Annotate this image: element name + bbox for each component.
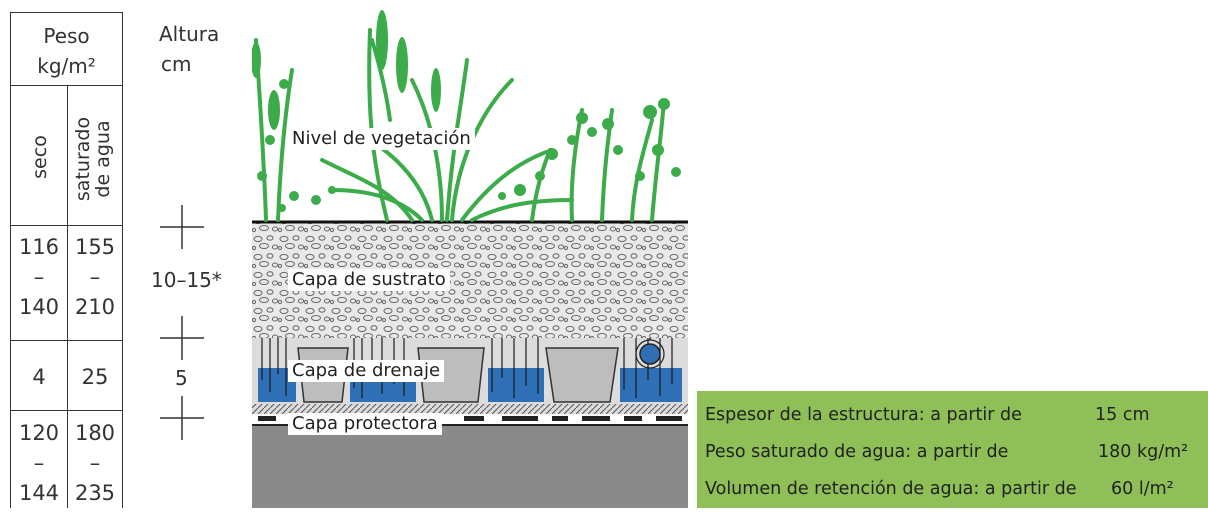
specs-box: Espesor de la estructura: a partir de 15… [697,391,1208,508]
table-cell-dry-row3: 120 – 144 [18,421,60,505]
table-cell-saturated-row1: 155 – 210 [74,235,116,319]
height-header-title: Altura [159,22,220,46]
weight-table: Peso kg/m² seco saturado de agua 116 – 1… [10,12,123,508]
height-tick-mark [160,396,204,440]
spec-weight-label: Peso saturado de agua: a partir de [705,442,1009,462]
table-cell-dry-row2: 4 [32,365,46,389]
table-divider [11,85,122,86]
spec-weight-value: 180 kg/m² [1098,442,1189,462]
weight-header-title: Peso [43,24,90,48]
spec-thickness-value: 15 cm [1095,405,1150,425]
table-column-divider [67,85,68,508]
height-tick-mark [160,316,204,360]
height-value-substrate: 10–15* [151,268,222,292]
weight-header-unit: kg/m² [37,54,96,78]
table-divider [11,340,122,341]
roof-cross-section: Nivel de vegetación Capa de sustrato Cap… [251,0,688,508]
column-header-dry: seco [29,135,51,179]
layer-label-substrate: Capa de sustrato [288,269,450,291]
spec-retention-value: 60 l/m² [1111,479,1174,499]
table-cell-saturated-row2: 25 [81,365,109,389]
height-tick-mark [160,205,204,249]
layer-label-vegetation: Nivel de vegetación [288,128,475,150]
spec-retention-label: Volumen de retención de agua: a partir d… [705,479,1077,499]
height-value-drainage: 5 [175,366,188,390]
column-header-saturated: saturado de agua [72,116,114,202]
table-cell-saturated-row3: 180 – 235 [74,421,116,505]
layer-label-protective: Capa protectora [288,413,442,435]
spec-thickness-label: Espesor de la estructura: a partir de [705,405,1022,425]
table-divider [11,225,122,226]
table-divider [11,410,122,411]
layer-label-drainage: Capa de drenaje [288,360,445,382]
table-cell-dry-row1: 116 – 140 [18,235,60,319]
height-header-unit: cm [161,52,192,76]
